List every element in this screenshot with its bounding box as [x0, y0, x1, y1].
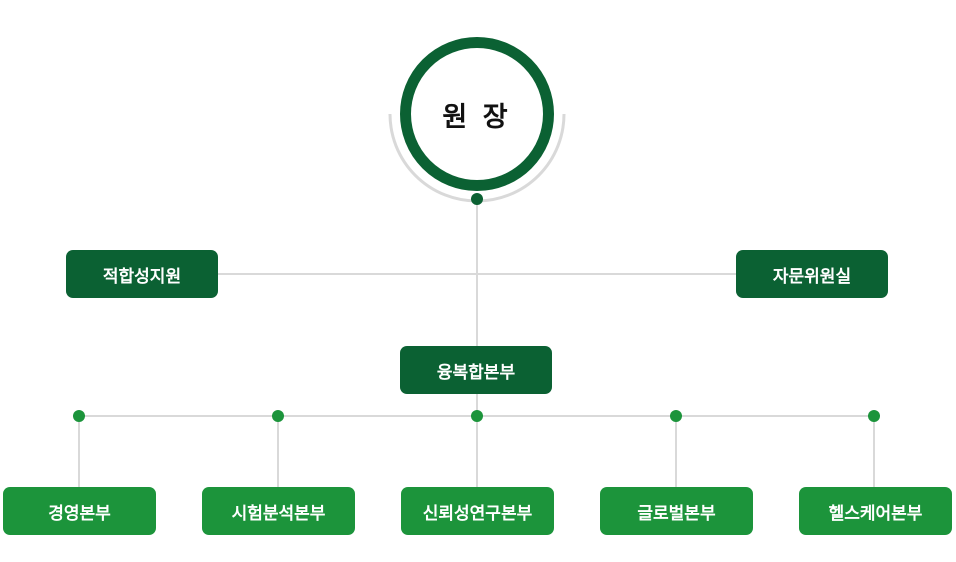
node-label: 헬스케어본부: [828, 503, 923, 523]
division-node-healthcare[interactable]: 헬스케어본부: [799, 487, 952, 535]
director-label: 원 장: [442, 101, 512, 132]
center-node-convergence[interactable]: 융복합본부: [400, 346, 552, 394]
division-node-management[interactable]: 경영본부: [3, 487, 156, 535]
division-dot: [868, 410, 880, 422]
node-label: 융복합본부: [436, 362, 516, 382]
division-dot: [670, 410, 682, 422]
node-label: 글로벌본부: [637, 503, 716, 523]
division-dot: [272, 410, 284, 422]
node-label: 시험분석본부: [231, 503, 326, 523]
node-label: 자문위원실: [772, 266, 852, 286]
division-node-global[interactable]: 글로벌본부: [600, 487, 753, 535]
division-node-reliability[interactable]: 신뢰성연구본부: [401, 487, 554, 535]
node-label: 적합성지원: [102, 266, 182, 286]
staff-node-advisory[interactable]: 자문위원실: [736, 250, 888, 298]
director-dot: [471, 193, 483, 205]
node-label: 신뢰성연구본부: [422, 503, 533, 523]
division-dot: [471, 410, 483, 422]
staff-node-conformity[interactable]: 적합성지원: [66, 250, 218, 298]
node-label: 경영본부: [48, 503, 111, 523]
director-node[interactable]: 원 장: [400, 37, 554, 191]
division-node-testing[interactable]: 시험분석본부: [202, 487, 355, 535]
division-dot: [73, 410, 85, 422]
